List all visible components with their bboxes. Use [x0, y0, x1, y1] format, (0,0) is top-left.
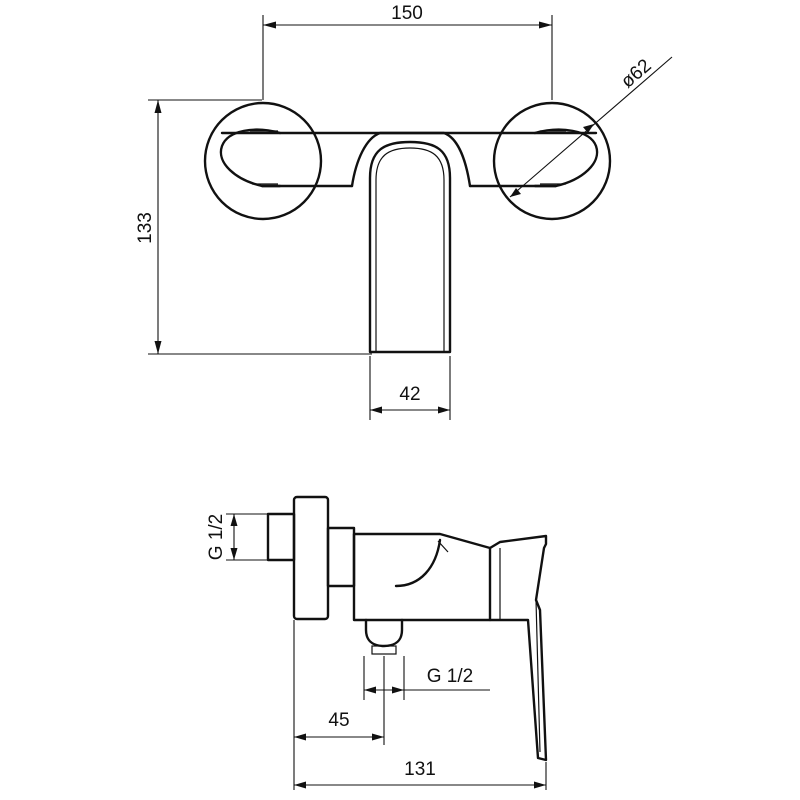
front-lever-handle [368, 140, 452, 354]
front-central-hub [350, 131, 472, 188]
dimension-inlet-thread: G 1/2 [206, 513, 268, 561]
side-body [352, 532, 492, 622]
left-escutcheon [203, 101, 323, 221]
dimension-133-label: 133 [135, 212, 156, 244]
outlet-thread-label: G 1/2 [427, 666, 473, 687]
left-s-union-nut [250, 130, 278, 185]
dimension-42-label: 42 [399, 384, 420, 405]
dimension-diameter-62: ø62 [509, 55, 673, 198]
dimension-131: 131 [294, 759, 547, 790]
dimension-45-label: 45 [328, 710, 349, 731]
dimension-131-label: 131 [404, 759, 436, 780]
dimension-150: 150 [262, 3, 553, 100]
dimension-42: 42 [369, 356, 451, 420]
dimension-150-label: 150 [391, 3, 423, 24]
inlet-nipple [266, 512, 296, 562]
dimension-133: 133 [135, 99, 372, 355]
side-body-curve [394, 538, 442, 588]
outlet-thread [371, 645, 397, 655]
right-s-union-nut [540, 130, 566, 185]
left-s-union [219, 128, 282, 188]
dimension-45: 45 [293, 620, 385, 790]
side-escutcheon [292, 495, 330, 621]
right-escutcheon [492, 101, 612, 221]
side-view: G 1/2 G 1/2 45 131 [206, 495, 548, 790]
side-body-mark [437, 540, 449, 553]
front-lever-inner [375, 147, 445, 352]
right-s-union [533, 128, 599, 188]
outlet-connector [364, 618, 404, 648]
inlet-thread-label: G 1/2 [206, 514, 227, 560]
dimension-diameter-label: ø62 [617, 55, 655, 92]
front-view: 150 133 42 ø62 [135, 3, 673, 420]
side-lever-edge [499, 548, 541, 753]
dimension-outlet-thread: G 1/2 [363, 656, 490, 700]
side-union-nut [326, 526, 356, 588]
